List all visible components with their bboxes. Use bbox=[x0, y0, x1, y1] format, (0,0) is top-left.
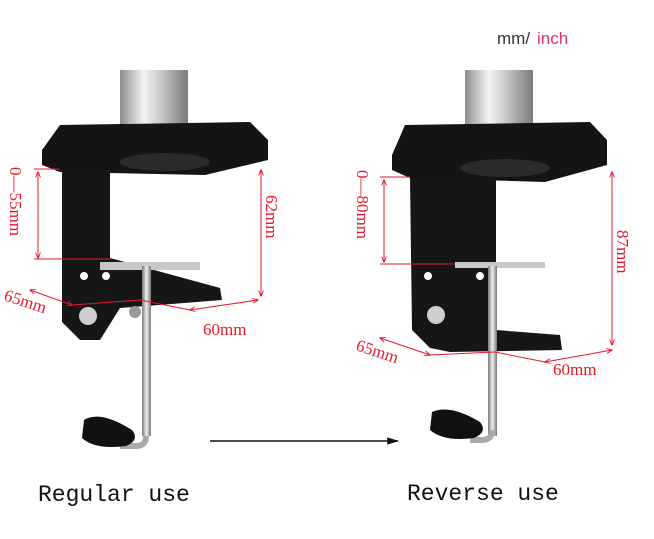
reverse-use-caption: Reverse use bbox=[407, 481, 559, 507]
reverse-depth-label: 65mm bbox=[354, 336, 401, 367]
regular-clamp bbox=[30, 70, 268, 449]
screw bbox=[427, 306, 445, 324]
pressure-plate bbox=[455, 262, 545, 268]
clamp-body bbox=[62, 170, 222, 340]
top-plate bbox=[392, 122, 607, 182]
pole bbox=[120, 70, 188, 128]
screw bbox=[79, 307, 97, 325]
regular-gap-label: 0—55mm bbox=[6, 167, 25, 236]
handle bbox=[82, 416, 135, 447]
regular-use-caption: Regular use bbox=[38, 482, 190, 508]
regular-width-label: 60mm bbox=[203, 320, 246, 339]
top-plate bbox=[42, 122, 268, 175]
screw-rod bbox=[142, 266, 151, 436]
unit-mm-label: mm/ bbox=[497, 29, 530, 48]
handle bbox=[430, 409, 483, 439]
reverse-gap-label: 0—80mm bbox=[353, 170, 372, 239]
pole bbox=[465, 70, 533, 128]
regular-height-label: 62mm bbox=[262, 195, 281, 238]
unit-inch-label: inch bbox=[537, 29, 568, 48]
reverse-height-label: 87mm bbox=[613, 230, 632, 273]
screw-rod bbox=[488, 266, 497, 436]
regular-depth-label: 65mm bbox=[2, 286, 49, 317]
reverse-clamp bbox=[380, 70, 612, 443]
reverse-width-label: 60mm bbox=[553, 360, 596, 379]
